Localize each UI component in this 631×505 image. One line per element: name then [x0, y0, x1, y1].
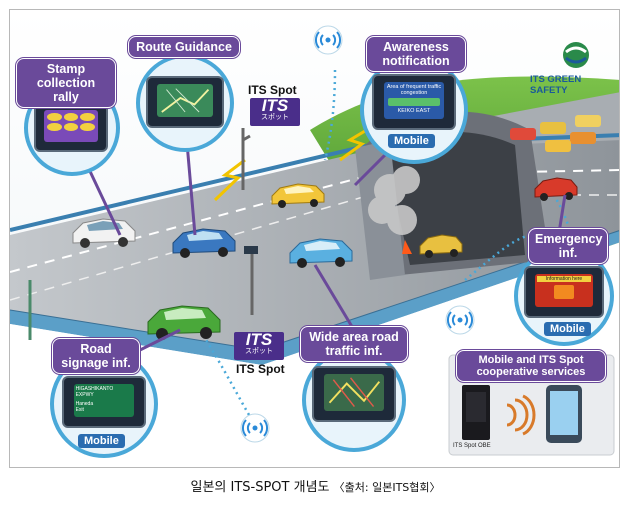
- its-logo-text-bottom: ITS: [245, 330, 273, 349]
- cars-far: [510, 115, 601, 152]
- signal-lines: [213, 126, 371, 202]
- signal-waves-icon: [506, 394, 536, 436]
- car-yellow: [271, 183, 325, 208]
- obe-device: [462, 385, 490, 440]
- callout-stamp-collection: Stamp collection rally: [16, 58, 116, 108]
- callout-route-guidance: Route Guidance: [128, 36, 240, 58]
- car-white: [72, 218, 136, 248]
- its-spot-pole-top: [241, 128, 251, 190]
- awareness-device: Area of frequent traffic congestion KEIK…: [372, 74, 456, 130]
- figure-caption: 일본의 ITS-SPOT 개념도 〈출처: 일본ITS협회〉: [0, 476, 631, 495]
- signage-text2: EXPWY: [75, 391, 94, 398]
- wifi-icon-mid: [445, 305, 475, 335]
- brand-text: ITS GREEN SAFETY: [530, 74, 582, 96]
- car-lightblue: [289, 238, 353, 268]
- stamp-device: [34, 102, 108, 152]
- emergency-device: Information here: [524, 266, 604, 318]
- road-signage-mobile-label: Mobile: [78, 434, 125, 448]
- awareness-mobile-label: Mobile: [388, 134, 435, 148]
- car-green: [147, 305, 221, 340]
- signage-text4: Exit: [75, 406, 84, 413]
- its-logo-sub-bottom: スポット: [245, 348, 273, 355]
- wifi-icon-bottom: [240, 413, 270, 443]
- road-signage-device: HIGASHIKANTO EXPWY Haneda Exit: [62, 376, 146, 428]
- awareness-screen-sub: KEIKO EAST: [397, 108, 431, 115]
- callout-wide-area-traffic: Wide area road traffic inf.: [300, 326, 408, 362]
- wide-area-device: [312, 366, 396, 422]
- route-device: [146, 76, 224, 128]
- its-spot-logo-top: ITS スポット: [250, 96, 300, 126]
- obe-label: ITS Spot OBE: [453, 443, 491, 449]
- its-logo-text-top: ITS: [261, 96, 289, 115]
- signage-text3: Haneda: [75, 400, 94, 407]
- smartphone-icon: [546, 385, 582, 443]
- caption-source: 〈출처: 일본ITS협회〉: [333, 481, 441, 494]
- callout-awareness-notification: Awareness notification: [366, 36, 466, 72]
- its-logo-sub-top: スポット: [261, 114, 289, 121]
- emergency-mobile-label: Mobile: [544, 322, 591, 336]
- awareness-screen-text2: congestion: [400, 90, 428, 97]
- diagram-frame: Stamp collection rally Route Guidance Ar…: [9, 9, 620, 468]
- callout-coop-services: Mobile and ITS Spot cooperative services: [456, 350, 606, 382]
- car-red: [534, 177, 578, 201]
- its-spot-label-bottom: ITS Spot: [236, 362, 285, 376]
- caption-main: 일본의 ITS-SPOT 개념도: [190, 480, 330, 495]
- emergency-screen-text: Information here: [537, 275, 591, 282]
- callout-emergency: Emergency inf.: [528, 228, 608, 264]
- its-spot-logo-bottom: ITS スポット: [234, 330, 284, 360]
- smoke: [368, 166, 420, 235]
- car-yellow-tunnel: [419, 234, 463, 258]
- its-spot-label-top: ITS Spot: [248, 83, 297, 97]
- wifi-icon-top: [313, 25, 343, 55]
- its-green-safety-logo: [563, 42, 589, 68]
- its-spot-pole-mid: [244, 246, 258, 315]
- awareness-screen-text1: Area of frequent traffic: [386, 84, 442, 91]
- signage-text1: HIGASHIKANTO: [75, 385, 114, 392]
- callout-road-signage: Road signage inf.: [52, 338, 140, 374]
